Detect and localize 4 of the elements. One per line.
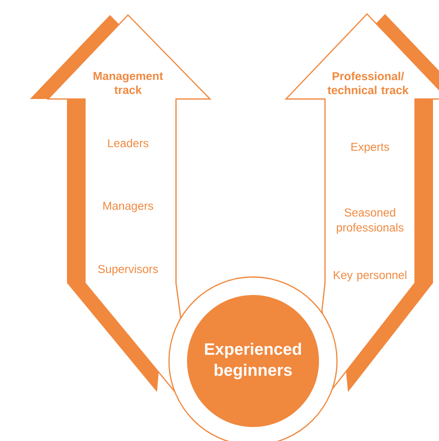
career-level: Seasoned professionals: [336, 208, 404, 234]
career-level: Experts: [351, 142, 390, 154]
track-heading: Professional/ technical track: [328, 72, 409, 94]
node-label: Experienced beginners: [205, 342, 301, 380]
